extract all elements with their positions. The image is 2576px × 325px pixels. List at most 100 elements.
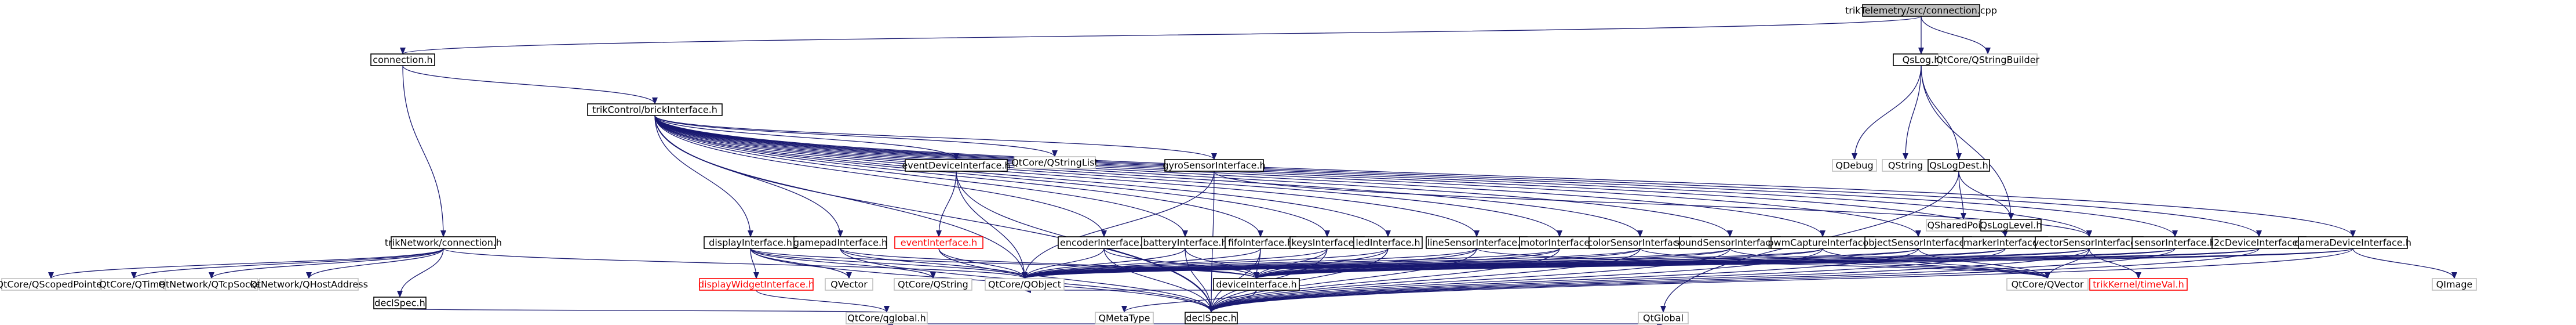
- edge-cameradevice-to-qimage: [2352, 248, 2457, 279]
- node-gyrosensor-label: gyroSensorInterface.h: [1163, 160, 1265, 171]
- edge-qslog-to-qslogdest: [1921, 65, 1962, 160]
- edge-vectorsensor-to-qtcoreqvector: [2045, 248, 2090, 279]
- edge-displaywidget-to-qtglobal: [756, 290, 890, 313]
- node-trikkernel-box: [2089, 278, 2188, 291]
- edge-trikcontrol-to-linesensor: [654, 115, 1480, 237]
- edge-gyrosensor-to-qobject: [1022, 171, 1215, 279]
- node-trikkernel[interactable]: trikKernel/timeVal.h: [2089, 278, 2188, 291]
- edge-trikcontrol-to-colorsensor: [654, 115, 1643, 237]
- node-linesensor-label: lineSensorInterface.h: [1427, 237, 1526, 248]
- edge-trikcontrol-to-i2cdevice: [654, 115, 2262, 237]
- node-root[interactable]: trikTelemetry/src/connection.cpp: [1845, 4, 1997, 17]
- node-ledif-label: ledInterface.h: [1356, 237, 1420, 248]
- node-fifoif[interactable]: fifoInterface.h: [1225, 236, 1296, 249]
- edge-trikcontrol-to-qstringlist: [654, 115, 1058, 157]
- node-trikcontrol-label: trikControl/brickInterface.h: [592, 104, 717, 115]
- node-connection-label: connection.h: [373, 55, 432, 66]
- node-root-label: trikTelemetry/src/connection.cpp: [1845, 5, 1997, 16]
- node-qglobal: QtGlobal: [1638, 312, 1689, 324]
- node-gyrosensor-box: [1164, 159, 1264, 172]
- node-eventif[interactable]: eventInterface.h: [894, 236, 983, 249]
- node-linesensor[interactable]: lineSensorInterface.h: [1426, 236, 1528, 249]
- node-displaywidget[interactable]: displayWidgetInterface.h: [698, 278, 814, 291]
- edge-triknetwork-to-qobject: [443, 248, 1028, 279]
- edge-sensorif-to-declspec: [1208, 248, 2176, 313]
- node-qvector-box: [825, 278, 873, 291]
- node-i2cdevice[interactable]: i2cDeviceInterface.h: [2211, 236, 2307, 249]
- node-eventif-label: eventInterface.h: [901, 237, 977, 248]
- edge-motorif-to-declspec: [1208, 248, 1560, 313]
- node-qtcoreqvector-label: QtCore/QVector: [2012, 279, 2084, 290]
- node-displaywidget-label: displayWidgetInterface.h: [698, 279, 814, 290]
- node-gyrosensor[interactable]: gyroSensorInterface.h: [1163, 159, 1266, 172]
- node-displayif[interactable]: displayInterface.h: [704, 236, 797, 249]
- edge-motorif-to-qobject: [1022, 248, 1560, 279]
- node-qtcoreqstring: QtCore/QString: [894, 278, 972, 291]
- node-qsloglevel-box: [1980, 219, 2042, 232]
- edge-trikcontrol-to-gyrosensor: [654, 115, 1217, 160]
- node-qslogdest[interactable]: QsLogDest.h: [1928, 159, 1990, 172]
- node-qtcoreqvector-box: [2006, 278, 2089, 291]
- edge-trikcontrol-to-sensorif: [654, 115, 2178, 237]
- edge-markerif-to-declspec: [1208, 248, 2006, 313]
- edge-qslog-to-qdebug: [1852, 65, 1922, 160]
- edge-cameradevice-to-declspec: [1208, 248, 2353, 313]
- node-colorsensor[interactable]: colorSensorInterface.h: [1587, 236, 1693, 249]
- edge-gamepadif-to-deviceif: [840, 248, 1259, 279]
- node-sensorif[interactable]: sensorInterface.h: [2132, 236, 2218, 249]
- node-qobject-label: QtCore/QObject: [988, 279, 1061, 290]
- node-qtglobal: QtCore/qglobal.h: [846, 312, 928, 324]
- node-qscopedpointer: QtCore/QScopedPointer: [0, 278, 106, 291]
- node-declspec[interactable]: declSpec.h: [1185, 312, 1238, 324]
- node-declspec_net-box: [373, 297, 427, 309]
- node-vectorsensor[interactable]: vectorSensorInterface.h: [2034, 236, 2145, 249]
- edge-ledif-to-qobject: [1022, 248, 1389, 279]
- edge-qslog-to-qstring: [1903, 65, 1922, 160]
- node-trikkernel-label: trikKernel/timeVal.h: [2093, 279, 2184, 290]
- edge-triknetwork-to-qhostaddress: [306, 248, 444, 279]
- edge-root-to-qstringbuilder: [1921, 16, 1991, 55]
- node-qstringbuilder-label: QtCore/QStringBuilder: [1936, 55, 2040, 66]
- node-displaywidget-box: [699, 278, 814, 291]
- node-qsloglevel-label: QsLogLevel.h: [1980, 220, 2042, 231]
- edge-colorsensor-to-deviceif: [1254, 248, 1641, 279]
- node-gamepadif[interactable]: gamepadInterface.h: [793, 236, 887, 249]
- node-qhostaddress: QtNetwork/QHostAddress: [250, 278, 368, 291]
- edge-trikcontrol-to-objectsensor: [654, 115, 1921, 237]
- node-declspec_net[interactable]: declSpec.h: [373, 297, 427, 309]
- node-qslogdest-box: [1928, 159, 1990, 172]
- edge-batteryif-to-qobject: [1022, 248, 1186, 279]
- node-encoderif[interactable]: encoderInterface.h: [1058, 236, 1150, 249]
- node-pwmcapture[interactable]: pwmCaptureInterface.h: [1768, 236, 1878, 249]
- node-objectsensor[interactable]: objectSensorInterface.h: [1863, 236, 1974, 249]
- node-pwmcapture-label: pwmCaptureInterface.h: [1768, 237, 1877, 248]
- edge-colorsensor-to-qobject: [1022, 248, 1641, 279]
- node-batteryif[interactable]: batteryInterface.h: [1141, 236, 1229, 249]
- node-qtimer-label: QtCore/QTimer: [99, 279, 169, 290]
- edge-triknetwork-to-declspec_net: [397, 248, 444, 298]
- node-qstring: QString: [1882, 159, 1929, 172]
- node-connection[interactable]: connection.h: [370, 53, 435, 66]
- node-qtcpsocket-label: QtNetwork/QTcpSocket: [158, 279, 264, 290]
- node-fifoif-label: fifoInterface.h: [1228, 237, 1293, 248]
- node-ledif[interactable]: ledInterface.h: [1353, 236, 1423, 249]
- node-cameradevice[interactable]: cameraDeviceInterface.h: [2294, 236, 2411, 249]
- edge-trikcontrol-to-motorif: [654, 115, 1562, 237]
- edge-trikcontrol-to-qobject: [654, 115, 1028, 279]
- node-qstring-label: QString: [1888, 160, 1923, 171]
- node-triknetwork[interactable]: trikNetwork/connection.h: [385, 236, 502, 249]
- node-eventdevice[interactable]: eventDeviceInterface.h: [902, 159, 1011, 172]
- node-displayif-label: displayInterface.h: [709, 237, 792, 248]
- node-qscopedpointer-label: QtCore/QScopedPointer: [0, 279, 106, 290]
- node-deviceif-label: deviceInterface.h: [1216, 279, 1296, 290]
- node-trikcontrol[interactable]: trikControl/brickInterface.h: [587, 103, 723, 116]
- edge-soundsensor-to-qobject: [1022, 248, 1730, 279]
- node-motorif[interactable]: motorInterface.h: [1519, 236, 1600, 249]
- node-deviceif[interactable]: deviceInterface.h: [1213, 278, 1300, 291]
- node-keysif[interactable]: keysInterface.h: [1289, 236, 1365, 249]
- node-encoderif-label: encoderInterface.h: [1060, 237, 1148, 248]
- edge-cameradevice-to-qobject: [1022, 248, 2353, 279]
- edge-trikcontrol-to-keysif: [654, 115, 1330, 237]
- node-qsloglevel[interactable]: QsLogLevel.h: [1980, 219, 2042, 232]
